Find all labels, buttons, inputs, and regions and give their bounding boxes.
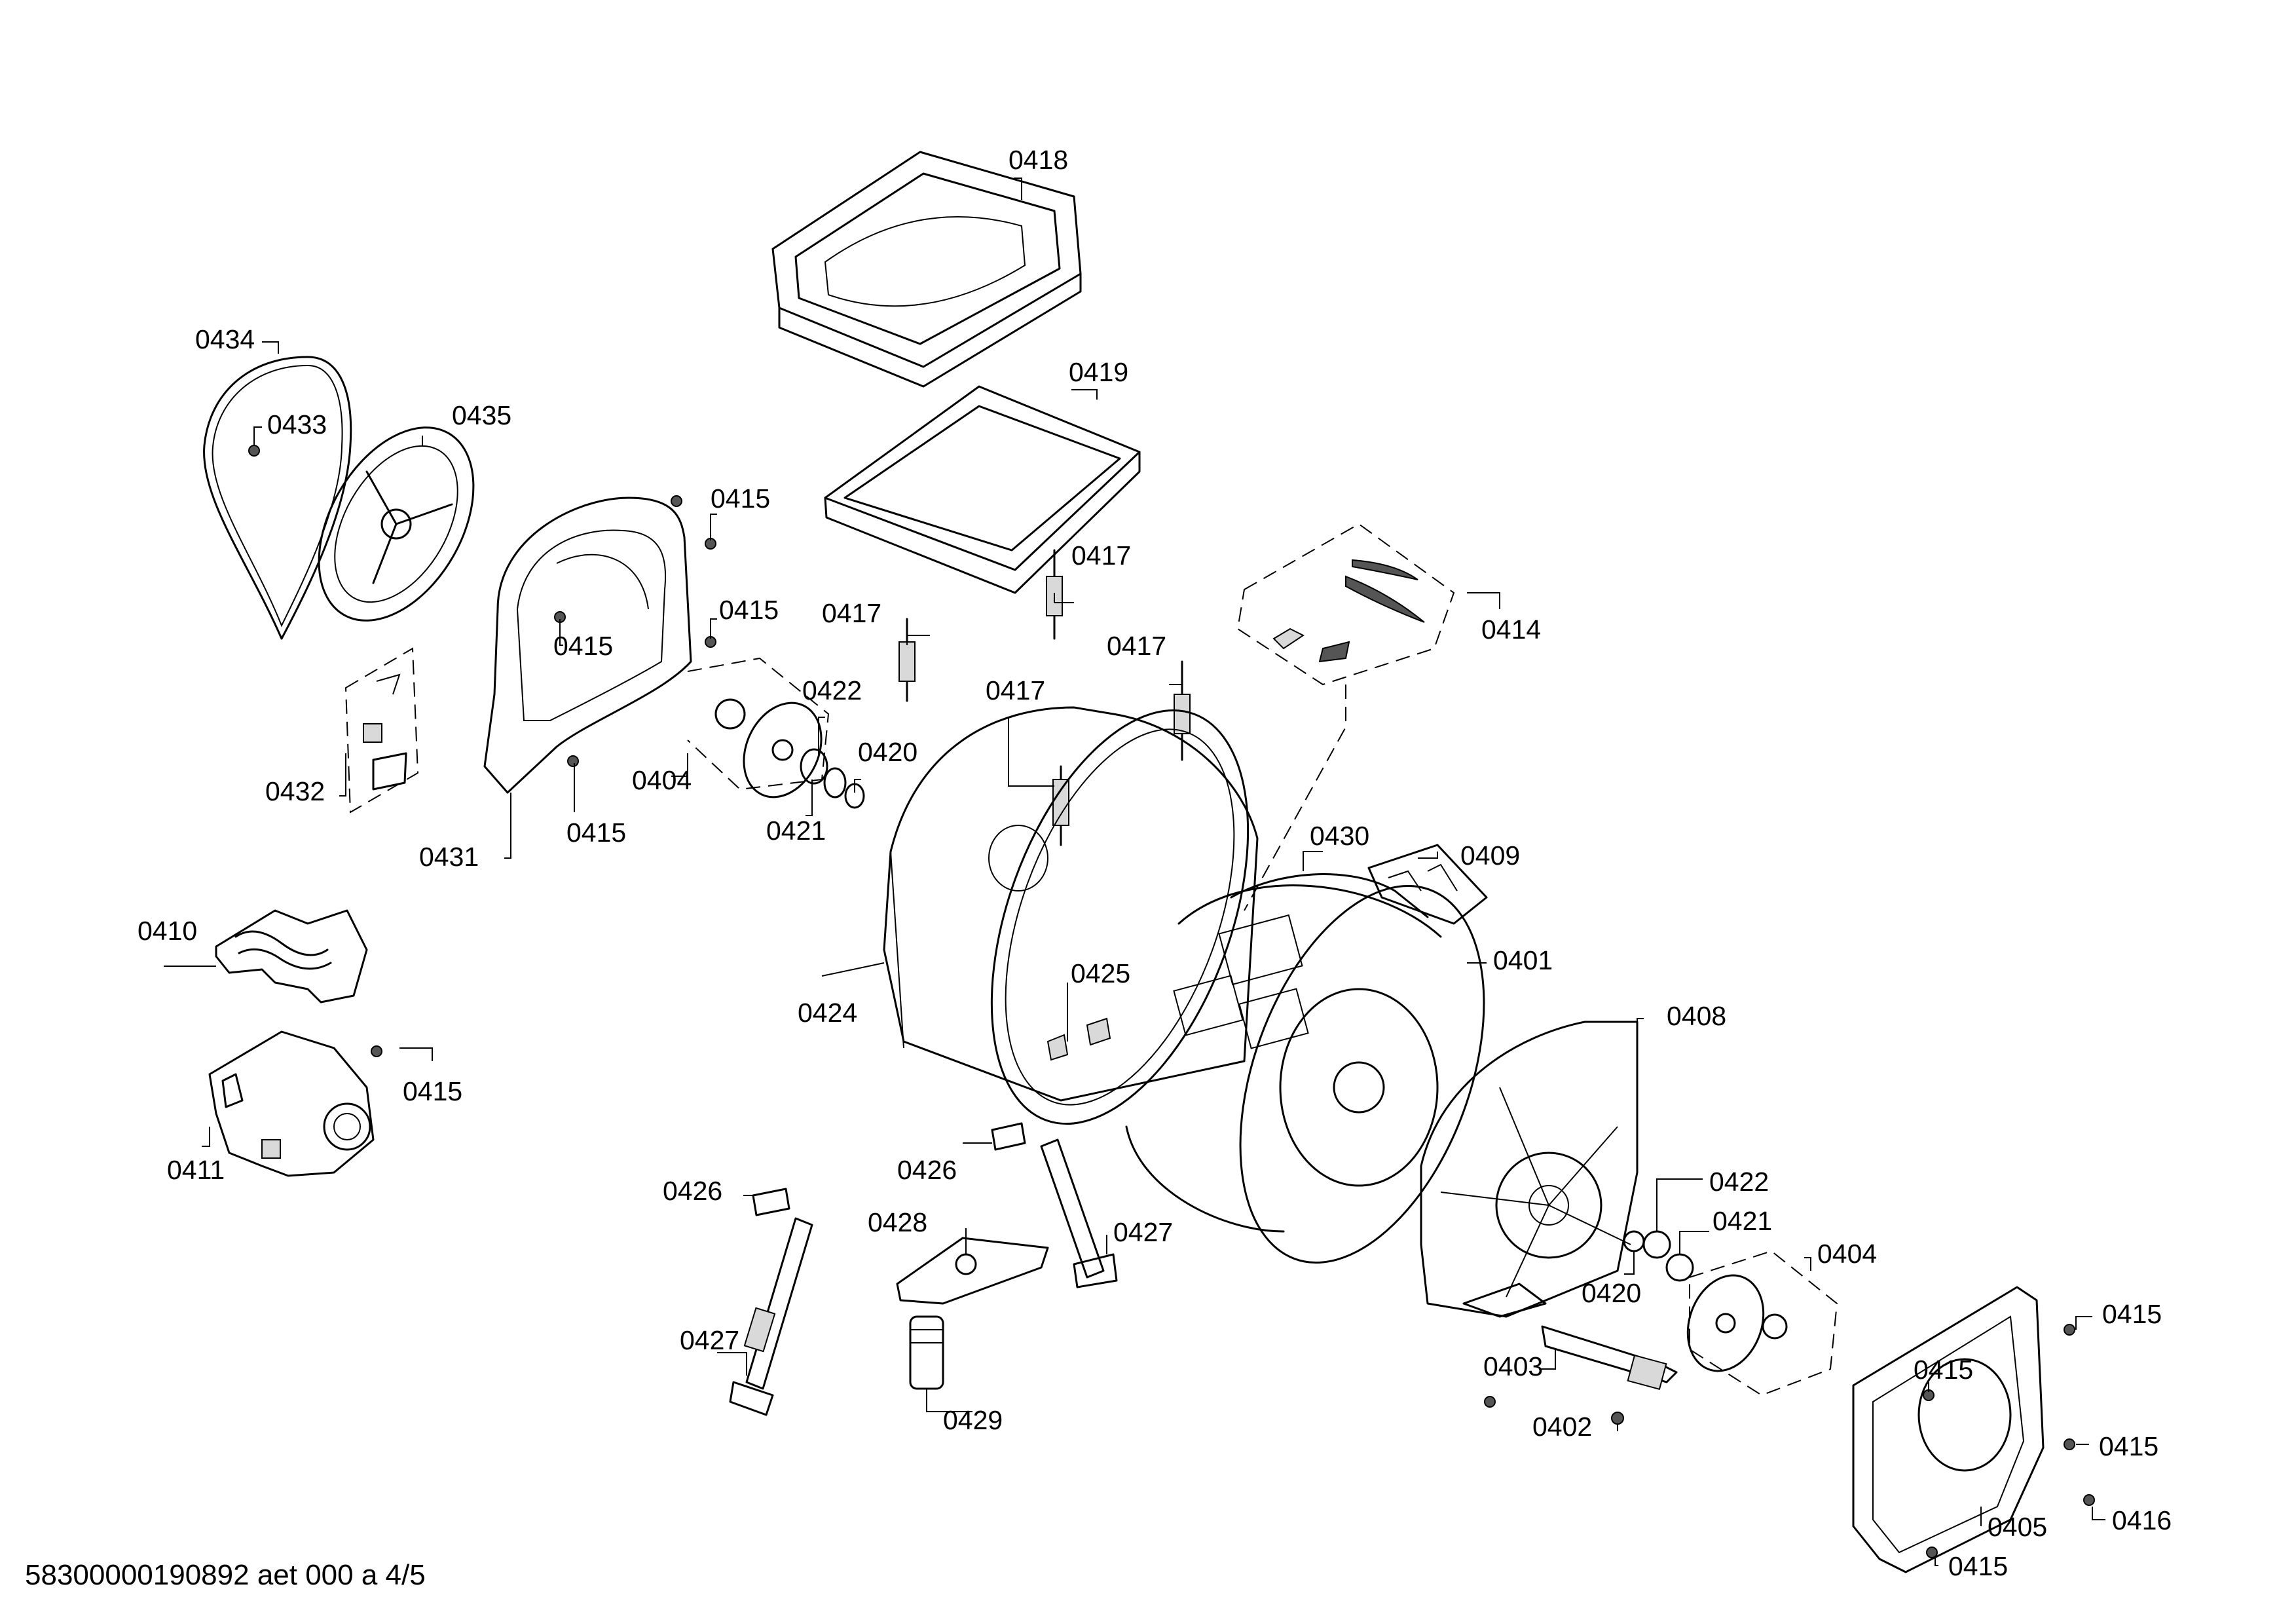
part-filter (909, 1315, 944, 1390)
part-switch-kit (344, 647, 419, 814)
part-housing-small (1367, 844, 1488, 925)
part-pulley (318, 426, 475, 622)
callout-0403: 0403 (1483, 1351, 1543, 1381)
callout-0411: 0411 (167, 1155, 225, 1185)
callout-0425: 0425 (1071, 958, 1130, 988)
part-small-bracket (1046, 1017, 1111, 1061)
callout-0415: 0415 (553, 631, 613, 661)
part-screws (371, 538, 1496, 1408)
part-rear-panel (1420, 1021, 1639, 1318)
callout-0422: 0422 (802, 675, 862, 705)
part-inner-frame (824, 385, 1141, 594)
callout-0434: 0434 (195, 324, 255, 354)
callout-0409: 0409 (1460, 840, 1520, 871)
callout-0415: 0415 (2099, 1431, 2158, 1461)
callout-0420: 0420 (858, 737, 917, 767)
callout-0408: 0408 (1667, 1001, 1726, 1031)
callout-labels: 0418 0419 0434 0433 0435 0415 0415 0415 … (138, 145, 2172, 1581)
callout-0433: 0433 (267, 409, 327, 440)
callout-0421: 0421 (766, 816, 826, 846)
part-top-frame (771, 151, 1082, 388)
callout-0421: 0421 (1713, 1206, 1772, 1236)
part-sump-cover (896, 1237, 1049, 1305)
leader-lines (164, 178, 2105, 1566)
callout-0401: 0401 (1493, 945, 1553, 975)
callout-0417: 0417 (1071, 540, 1131, 571)
callout-0415: 0415 (711, 483, 770, 514)
callout-0430: 0430 (1310, 821, 1369, 851)
callout-0415: 0415 (719, 595, 779, 625)
callout-0429: 0429 (943, 1405, 1003, 1435)
callout-0422: 0422 (1709, 1167, 1769, 1197)
callout-0415: 0415 (1914, 1355, 1973, 1385)
callout-0414: 0414 (1481, 614, 1541, 645)
callout-0405: 0405 (1988, 1512, 2047, 1542)
part-shock-absorbers (729, 1122, 1118, 1416)
callout-0420: 0420 (1582, 1278, 1641, 1308)
callout-0428: 0428 (868, 1207, 927, 1237)
part-rear-cover (1852, 1286, 2095, 1573)
part-rear-tub-shell (483, 495, 692, 794)
part-outer-tub (883, 706, 1259, 1125)
callout-0410: 0410 (138, 916, 197, 946)
assembly-line (1244, 685, 1346, 911)
callout-0415: 0415 (403, 1076, 462, 1106)
callout-0418: 0418 (1009, 145, 1068, 175)
callout-0415: 0415 (566, 817, 626, 848)
callout-0427: 0427 (1113, 1217, 1173, 1247)
part-inner-drum (1125, 873, 1485, 1264)
callout-0404: 0404 (1817, 1239, 1877, 1269)
callout-0415: 0415 (2102, 1299, 2162, 1329)
callout-0435: 0435 (452, 400, 511, 430)
callout-0415: 0415 (1948, 1551, 2008, 1581)
callout-0431: 0431 (419, 842, 479, 872)
part-pump (208, 1030, 375, 1177)
part-heater (1541, 1325, 1678, 1425)
callout-0426: 0426 (663, 1176, 722, 1206)
callout-0417: 0417 (822, 598, 881, 628)
part-bearing-set-left (687, 657, 865, 809)
document-id: 58300000190892 aet 000 a 4/5 (25, 1559, 426, 1591)
callout-0432: 0432 (265, 776, 325, 806)
callout-0417: 0417 (1107, 631, 1166, 661)
callout-0404: 0404 (632, 765, 692, 795)
callout-0402: 0402 (1532, 1412, 1592, 1442)
callout-0427: 0427 (680, 1325, 739, 1355)
callout-0419: 0419 (1069, 357, 1128, 387)
callout-0426: 0426 (897, 1155, 957, 1185)
callout-0417: 0417 (986, 675, 1045, 705)
part-belt (203, 356, 352, 640)
callout-0416: 0416 (2112, 1505, 2172, 1535)
part-pipe-cover (215, 909, 368, 1004)
callout-0424: 0424 (798, 998, 857, 1028)
part-paddle-set (1236, 523, 1455, 686)
